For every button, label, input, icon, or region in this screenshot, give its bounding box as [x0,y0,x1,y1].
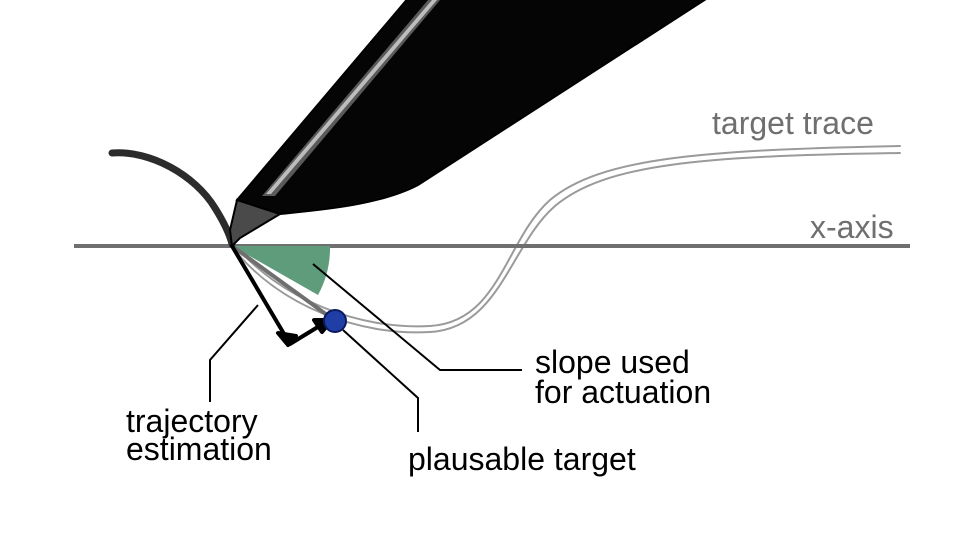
leader-slope [312,263,522,371]
label-slope-line-1: slope used [535,344,690,380]
stylus-highlight-bright [266,0,437,194]
label-target-trace: target trace [712,105,874,141]
ink-stroke [108,149,236,248]
stylus-body [235,0,707,216]
stylus-tip [228,198,283,249]
leader-lines [209,263,522,432]
label-trajectory-line-1: trajectory [126,403,258,439]
label-slope-line-2: for actuation [535,374,711,410]
leader-target [342,329,419,432]
target-trace-line-outer [231,145,901,328]
label-trajectory-line-2: estimation [126,431,272,467]
trajectory-arrowhead-1 [276,331,298,347]
leader-trajectory [209,304,259,402]
label-x-axis: x-axis [810,209,894,245]
slope-wedge [232,246,331,295]
label-plausible-target: plausable target [408,441,636,477]
plausible-target-dot [323,309,347,333]
slope-ray [230,244,336,322]
pen-stylus-icon [228,0,707,249]
